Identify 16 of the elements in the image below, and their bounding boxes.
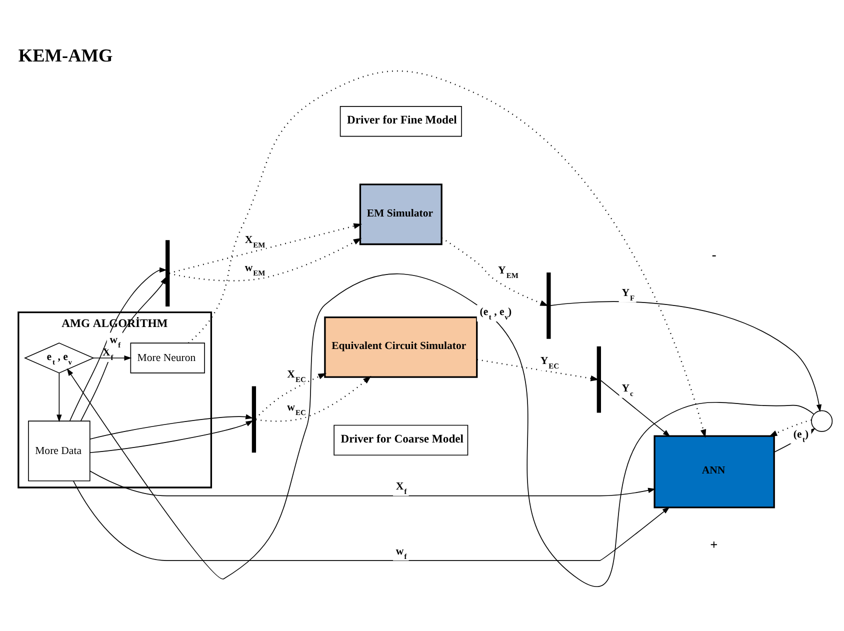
edge-label: X$_{EC}$ [287, 368, 306, 384]
diagram-title: KEM-AMG [18, 45, 113, 66]
edge-label: w$_{EC}$ [287, 402, 306, 418]
edge-label: Y$_{EM}$ [498, 264, 518, 280]
label: - [712, 247, 716, 262]
edge-label: Y$_{EC}$ [540, 355, 560, 371]
edge-label: w$_{f}$ [110, 334, 121, 350]
edge-label: Y$_{F}$ [622, 287, 635, 303]
edge-label: w$_{EM}$ [244, 262, 266, 278]
edge-label: w$_{f}$ [396, 545, 407, 561]
edge-label: X$_{EM}$ [244, 234, 266, 250]
label: + [710, 536, 718, 552]
edge-label: (e$_{t}$ , e$_{v}$) [480, 306, 512, 322]
edge-label: X$_{f}$ [396, 480, 407, 496]
edge-label: (e$_{t}$) [793, 428, 809, 444]
edge-label: Y$_{c}$ [622, 382, 634, 398]
